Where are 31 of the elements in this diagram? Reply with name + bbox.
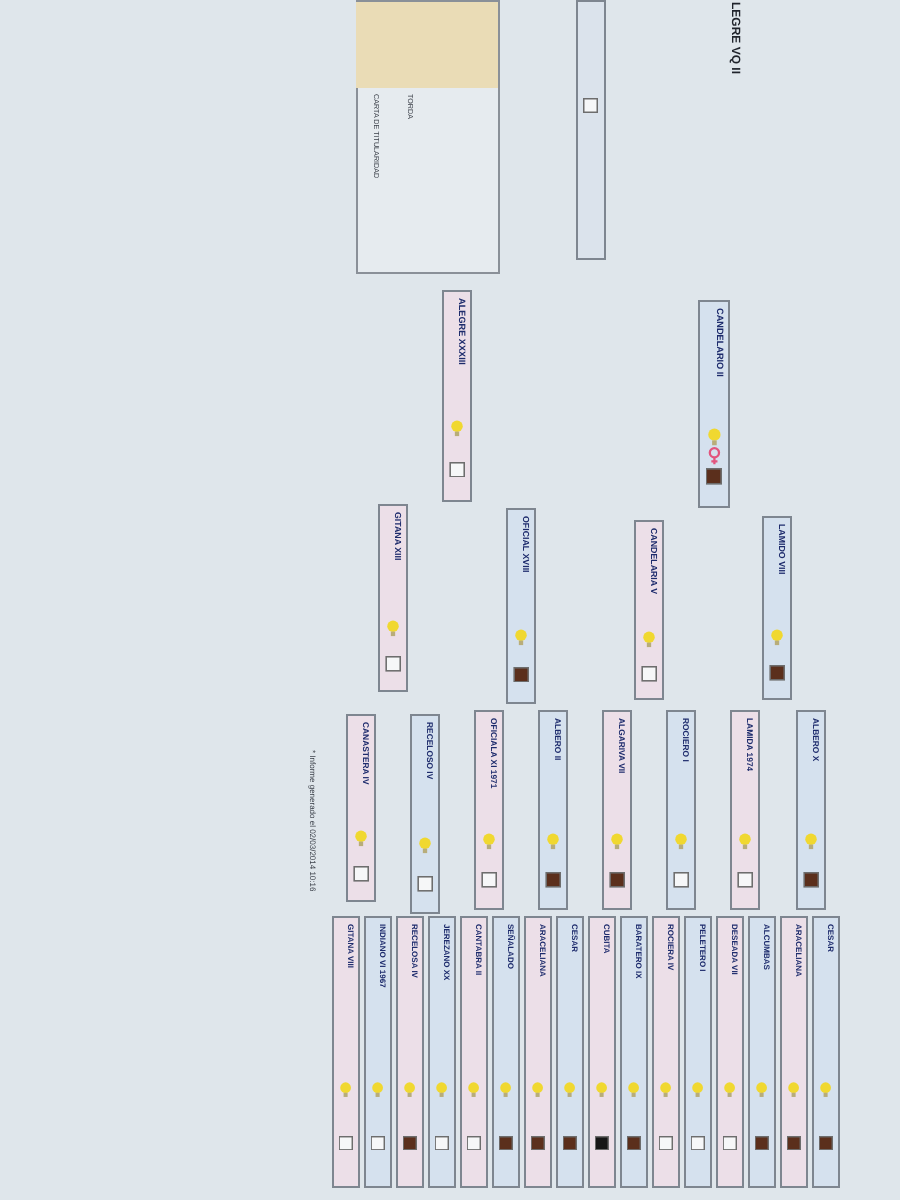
pedigree-box [492,916,520,1188]
pedigree-box [588,916,616,1188]
pedigree-box [796,710,826,910]
pedigree-box [346,714,376,902]
pedigree-box [428,916,456,1188]
pedigree-box [524,916,552,1188]
pedigree-box [474,710,504,910]
pedigree-box [780,916,808,1188]
pedigree-box [666,710,696,910]
pedigree-box [364,916,392,1188]
empty-box [576,0,606,260]
pedigree-box [698,300,730,508]
pedigree-box [812,916,840,1188]
pedigree-box [762,516,792,700]
pedigree-box [652,916,680,1188]
pedigree-box [442,290,472,502]
pedigree-box [396,916,424,1188]
pedigree-box [634,520,664,700]
pedigree-box [684,916,712,1188]
pedigree-box [620,916,648,1188]
pedigree-box [602,710,632,910]
pedigree-box [378,504,408,692]
pedigree-box [410,714,440,914]
pedigree-box [716,916,744,1188]
pedigree-box [332,916,360,1188]
pedigree-box [748,916,776,1188]
pedigree-box [506,508,536,704]
pedigree-box [556,916,584,1188]
pedigree-box [730,710,760,910]
pedigree-box [460,916,488,1188]
pedigree-box [538,710,568,910]
